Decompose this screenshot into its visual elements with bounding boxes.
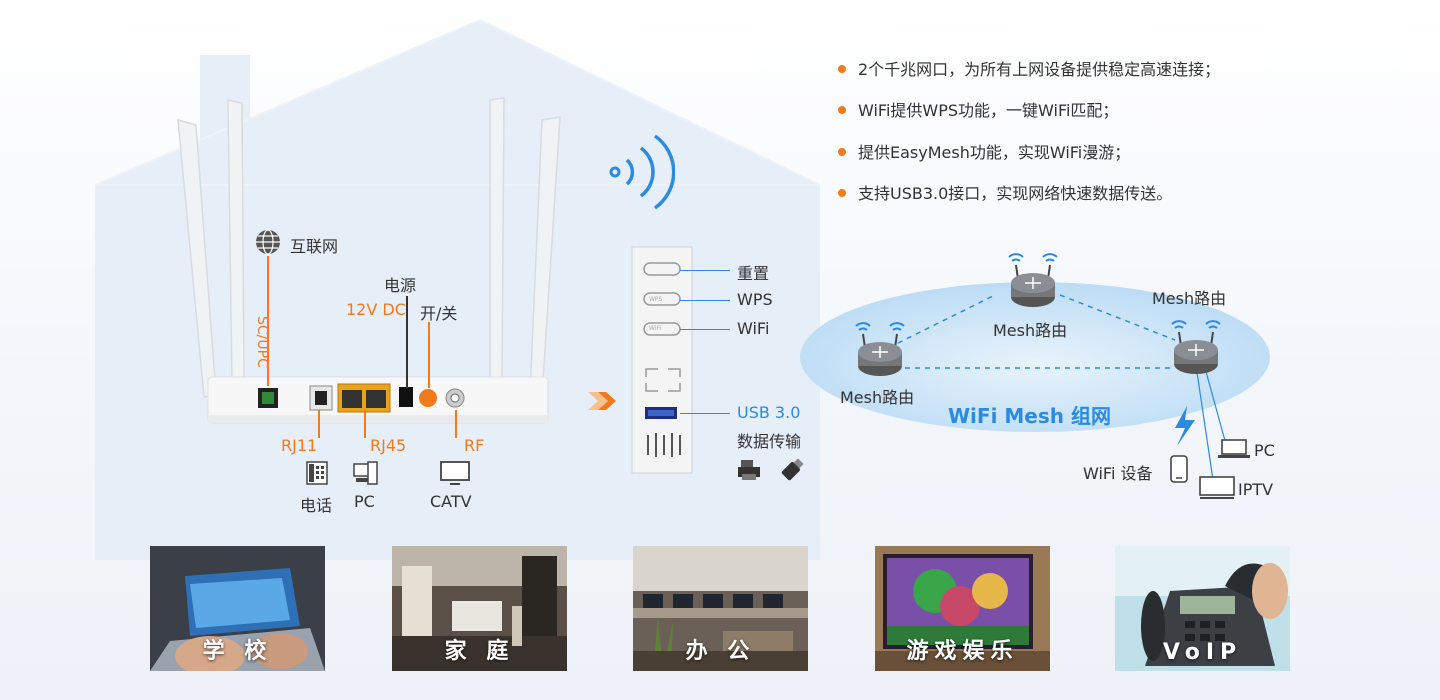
mesh-node-top-label: Mesh路由	[993, 321, 1068, 340]
internet-label: 互联网	[290, 237, 339, 256]
arrow-icon	[588, 392, 618, 414]
phone-icon	[305, 460, 329, 490]
scupc-label: SC/UPC	[254, 316, 270, 368]
scenario-caption: 办 公	[685, 639, 756, 664]
feature-item: 支持USB3.0接口，实现网络快速数据传送。	[838, 180, 1172, 204]
btn-wifi-small: WiFi	[649, 325, 662, 332]
scenario-caption: VoIP	[1162, 640, 1243, 665]
wifi-label: WiFi	[737, 319, 770, 338]
pc-label: PC	[354, 492, 375, 511]
iptv-label: IPTV	[1238, 480, 1274, 499]
mesh-router-left-icon	[852, 314, 908, 384]
mesh-node-right-label: Mesh路由	[1152, 289, 1227, 308]
side-panel	[631, 246, 693, 474]
scenario-caption: 家 庭	[444, 639, 515, 664]
wifi-line	[680, 329, 730, 330]
pc-mesh-label: PC	[1254, 441, 1275, 460]
scenario-caption: 游戏娱乐	[906, 639, 1019, 664]
bullet-icon	[838, 188, 846, 197]
globe-icon	[254, 228, 282, 260]
scenario-voip: VoIP	[1115, 546, 1290, 671]
switch-line	[428, 322, 430, 388]
scenario-home: 家 庭	[392, 546, 567, 671]
dc-label: 12V DC	[346, 300, 406, 319]
feature-text: 2个千兆网口，为所有上网设备提供稳定高速连接；	[858, 60, 1221, 79]
usb-desc-label: 数据传输	[737, 432, 802, 451]
usb-line	[680, 413, 730, 414]
switch-label: 开/关	[420, 304, 458, 323]
smartphone-icon	[1170, 455, 1188, 487]
power-label: 电源	[384, 276, 417, 295]
scenario-office: 办 公	[633, 546, 808, 671]
mesh-node-left-label: Mesh路由	[840, 388, 915, 407]
usb-drive-icon	[780, 456, 806, 486]
monitor-icon	[1199, 476, 1235, 504]
home-photo	[392, 546, 567, 671]
scenario-school: 学 校	[150, 546, 325, 671]
phone-label: 电话	[300, 496, 333, 515]
wifi-device-label: WiFi 设备	[1083, 464, 1153, 483]
school-photo	[150, 546, 325, 671]
btn-wps-small: WPS	[649, 296, 663, 303]
feature-item: 提供EasyMesh功能，实现WiFi漫游；	[838, 139, 1130, 163]
feature-text: 提供EasyMesh功能，实现WiFi漫游；	[858, 143, 1131, 162]
voip-photo	[1115, 546, 1290, 671]
wifi-signal-icon	[605, 130, 676, 214]
tv-icon	[440, 460, 470, 490]
internet-line	[267, 256, 269, 386]
printer-icon	[737, 458, 763, 486]
office-photo	[633, 546, 808, 671]
rj45-line	[364, 410, 366, 438]
rj11-line	[318, 410, 320, 438]
mesh-router-top-icon	[1005, 245, 1061, 315]
laptop-icon	[1218, 438, 1250, 464]
feature-text: 支持USB3.0接口，实现网络快速数据传送。	[858, 184, 1173, 203]
rf-line	[455, 410, 457, 438]
feature-item: WiFi提供WPS功能，一键WiFi匹配；	[838, 97, 1118, 121]
usb-label: USB 3.0	[737, 403, 801, 422]
scenario-caption: 学 校	[202, 639, 273, 664]
mesh-router-right-icon	[1168, 312, 1224, 382]
feature-text: WiFi提供WPS功能，一键WiFi匹配；	[858, 101, 1119, 120]
bullet-icon	[838, 64, 846, 73]
rf-label: RF	[464, 436, 485, 455]
dc-line	[406, 296, 408, 388]
wps-label: WPS	[737, 290, 773, 309]
mesh-title: WiFi Mesh 组网	[948, 404, 1111, 428]
feature-item: 2个千兆网口，为所有上网设备提供稳定高速连接；	[838, 56, 1220, 80]
rj45-label: RJ45	[370, 436, 407, 455]
scenario-gaming: 游戏娱乐	[875, 546, 1050, 671]
catv-label: CATV	[430, 492, 472, 511]
bullet-icon	[838, 147, 846, 156]
rj11-label: RJ11	[281, 436, 318, 455]
router-illustration	[177, 97, 561, 424]
mesh-diagram	[800, 282, 1270, 481]
reset-line	[680, 270, 730, 271]
pc-icon	[352, 460, 380, 490]
wps-line	[680, 300, 730, 301]
reset-label: 重置	[737, 264, 770, 283]
bullet-icon	[838, 105, 846, 114]
gaming-photo	[875, 546, 1050, 671]
